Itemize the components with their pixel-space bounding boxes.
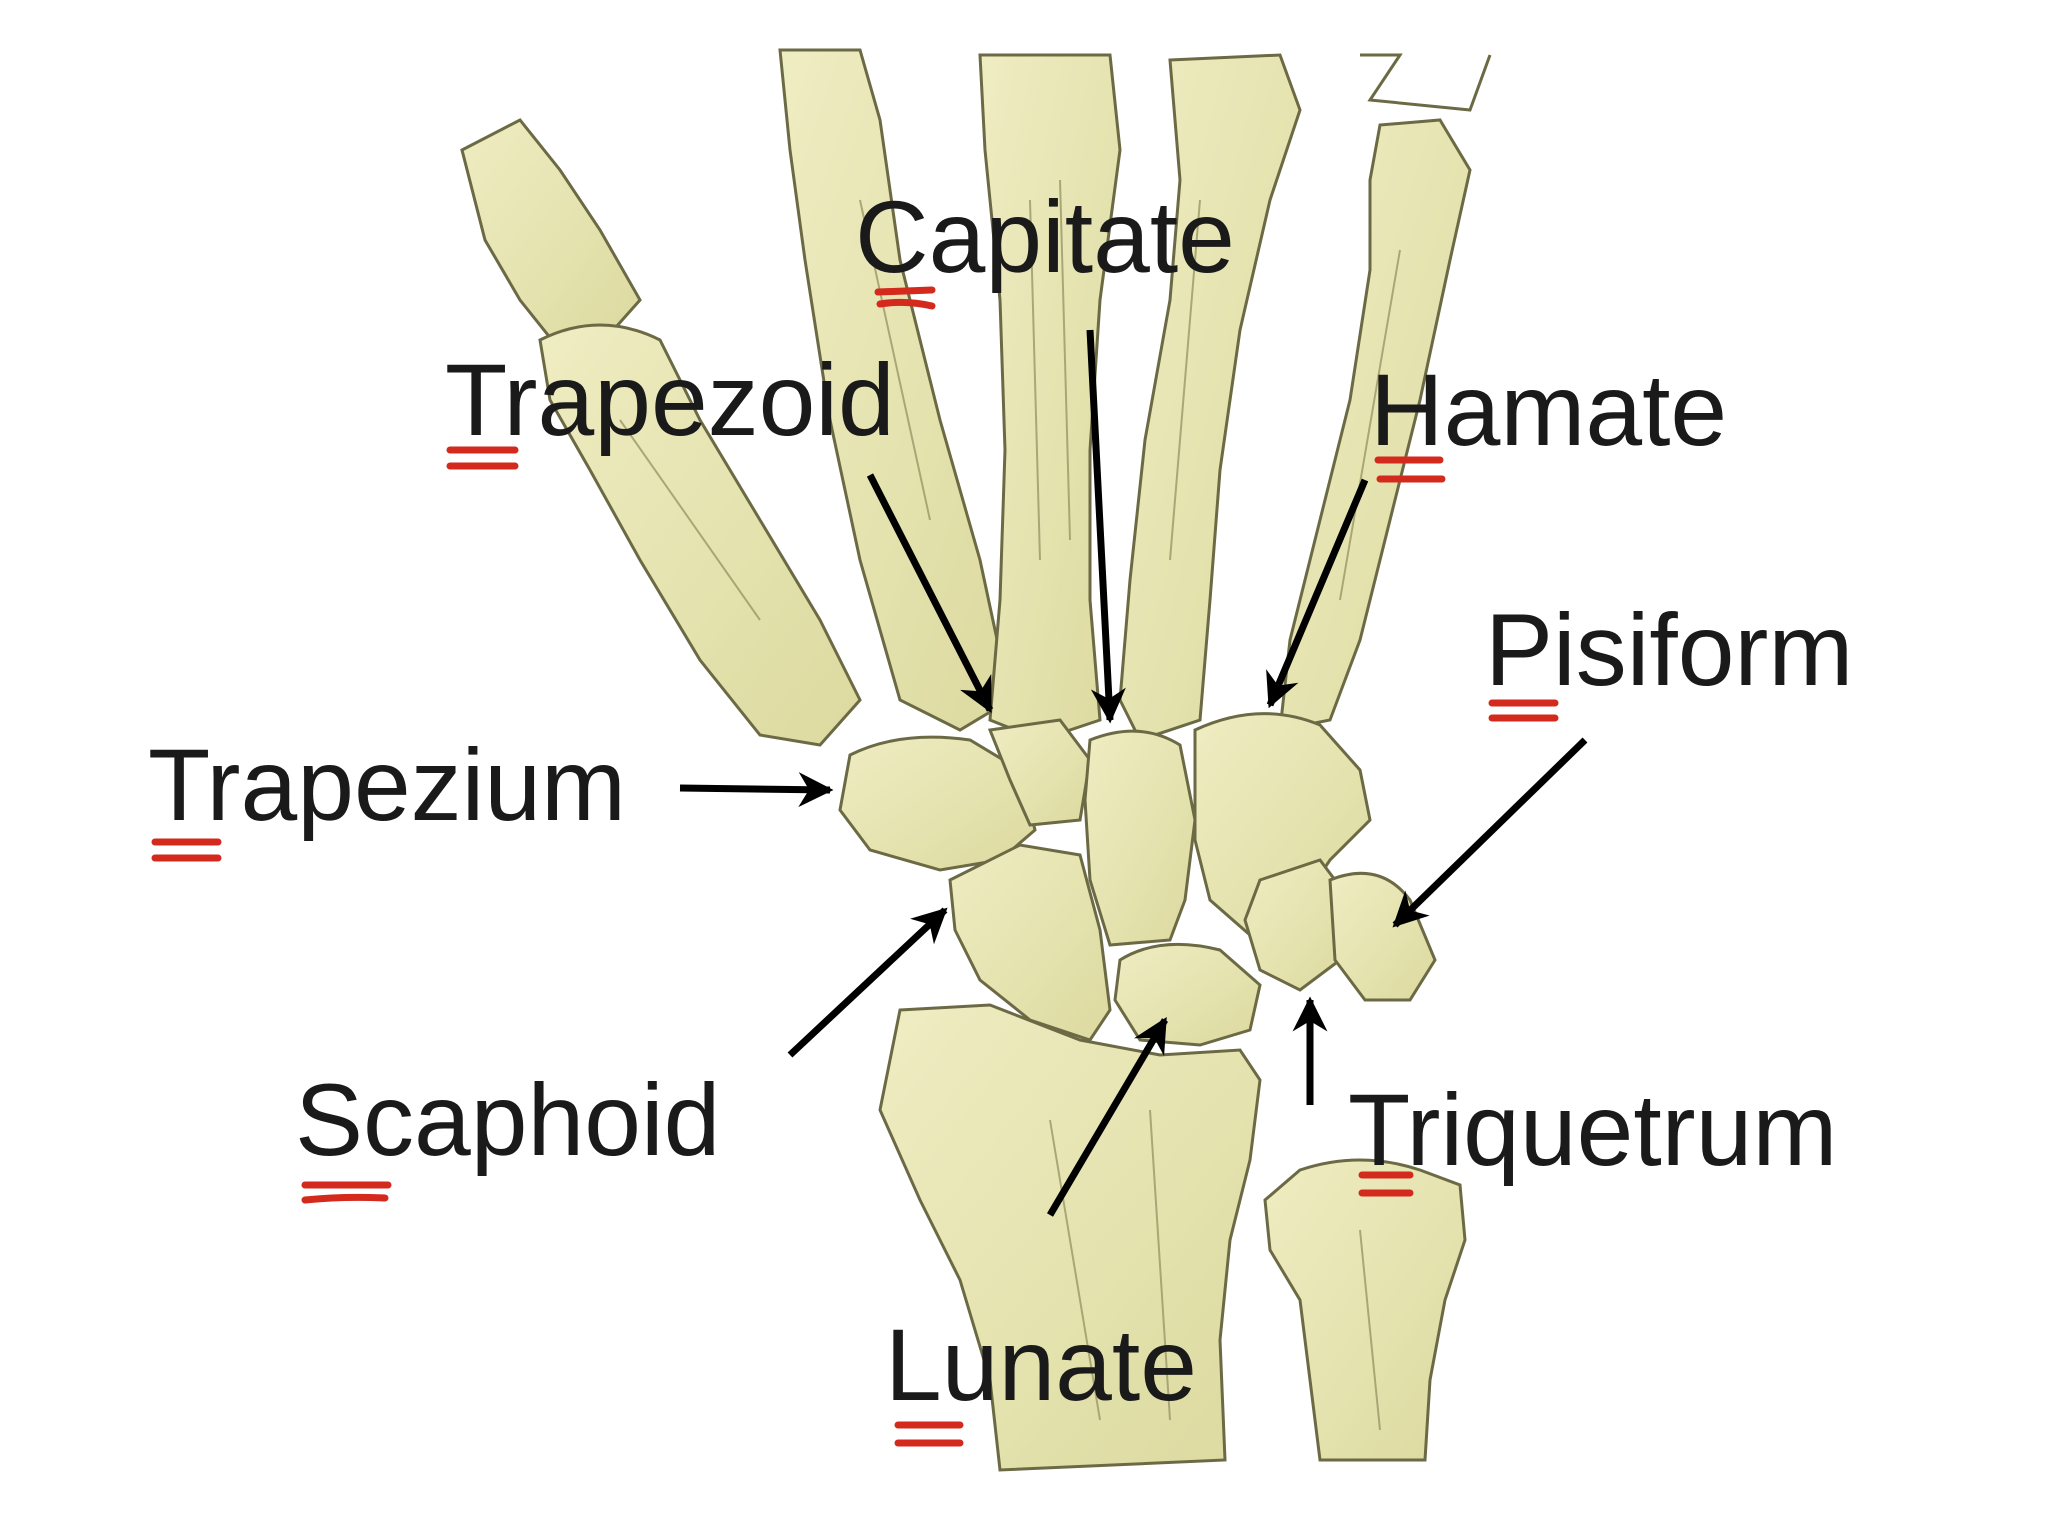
label-hamate: Hamate — [1370, 353, 1727, 467]
thumb-phalanx — [462, 120, 640, 350]
mark-trapezium — [155, 842, 218, 858]
label-capitate: Capitate — [855, 180, 1235, 294]
label-trapezoid: Trapezoid — [445, 343, 895, 457]
cropped-bone-outline — [1360, 55, 1490, 110]
arrow-pisiform — [1395, 740, 1585, 925]
label-lunate: Lunate — [885, 1308, 1197, 1422]
label-triquetrum: Triquetrum — [1348, 1073, 1837, 1187]
ring-metacarpal — [1120, 55, 1300, 740]
label-pisiform: Pisiform — [1485, 593, 1853, 707]
label-trapezium: Trapezium — [148, 728, 626, 842]
mark-scaphoid — [305, 1185, 388, 1200]
mark-lunate — [898, 1425, 960, 1443]
label-scaphoid: Scaphoid — [295, 1063, 720, 1177]
capitate-bone — [1085, 731, 1195, 945]
ulna-bone — [1265, 1160, 1465, 1460]
middle-metacarpal — [980, 55, 1120, 740]
lunate-bone — [1115, 944, 1260, 1045]
pisiform-bone — [1330, 873, 1435, 1000]
arrow-trapezium — [680, 788, 830, 790]
